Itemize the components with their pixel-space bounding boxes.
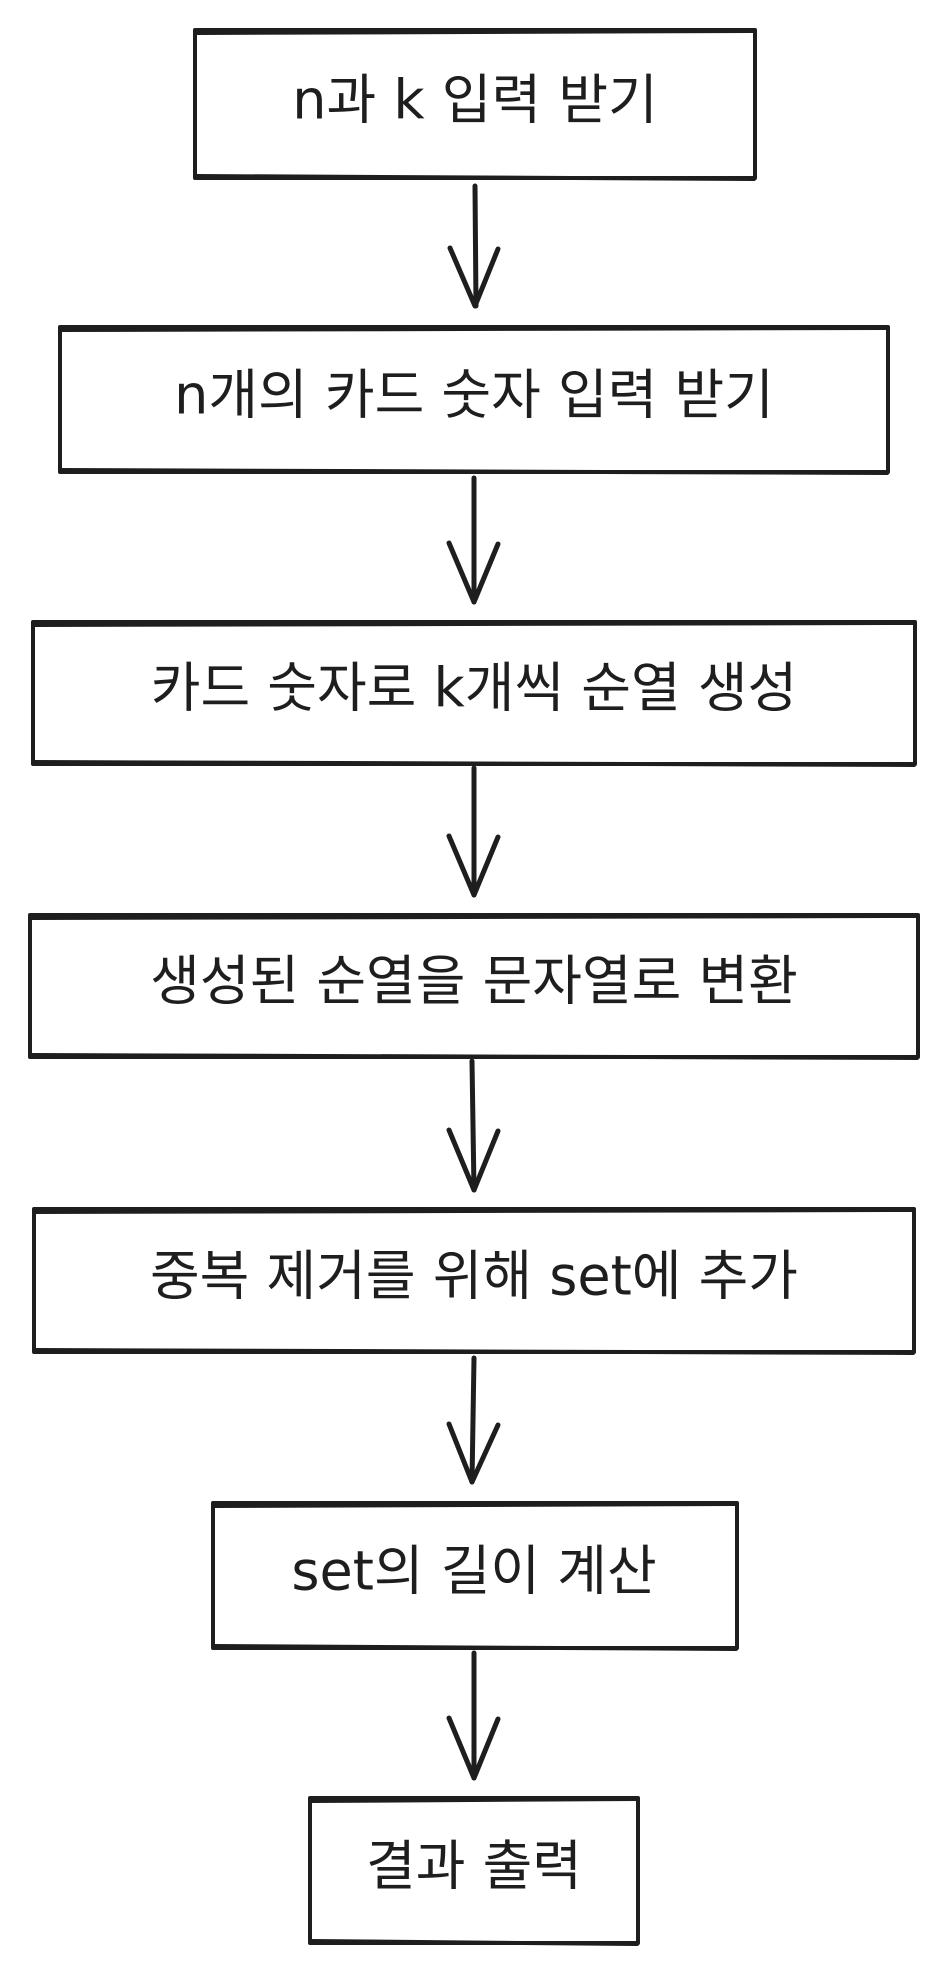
flow-step-3-label: 카드 숫자로 k개씩 순열 생성: [151, 657, 797, 720]
flow-step-2: n개의 카드 숫자 입력 받기: [58, 325, 890, 475]
flow-step-5-label: 중복 제거를 위해 set에 추가: [150, 1245, 798, 1308]
flow-arrow-3: [446, 765, 501, 898]
flow-step-6: set의 길이 계산: [211, 1501, 739, 1651]
flow-step-7: 결과 출력: [308, 1796, 640, 1946]
flow-arrow-5: [446, 1355, 501, 1485]
flow-arrow-6: [446, 1650, 501, 1781]
flow-step-4-label: 생성된 순열을 문자열로 변환: [150, 950, 798, 1013]
flow-arrow-4: [446, 1058, 501, 1193]
flow-step-1: n과 k 입력 받기: [193, 28, 757, 181]
flow-step-3: 카드 숫자로 k개씩 순열 생성: [31, 620, 917, 767]
flow-arrow-2: [446, 475, 501, 605]
flow-step-5: 중복 제거를 위해 set에 추가: [32, 1207, 916, 1355]
flow-step-7-label: 결과 출력: [366, 1835, 582, 1898]
flow-step-6-label: set의 길이 계산: [291, 1540, 656, 1603]
flow-arrow-1: [447, 183, 501, 309]
flow-step-1-label: n과 k 입력 받기: [292, 69, 657, 132]
flow-step-4: 생성된 순열을 문자열로 변환: [28, 913, 920, 1060]
flow-step-2-label: n개의 카드 숫자 입력 받기: [174, 364, 774, 427]
